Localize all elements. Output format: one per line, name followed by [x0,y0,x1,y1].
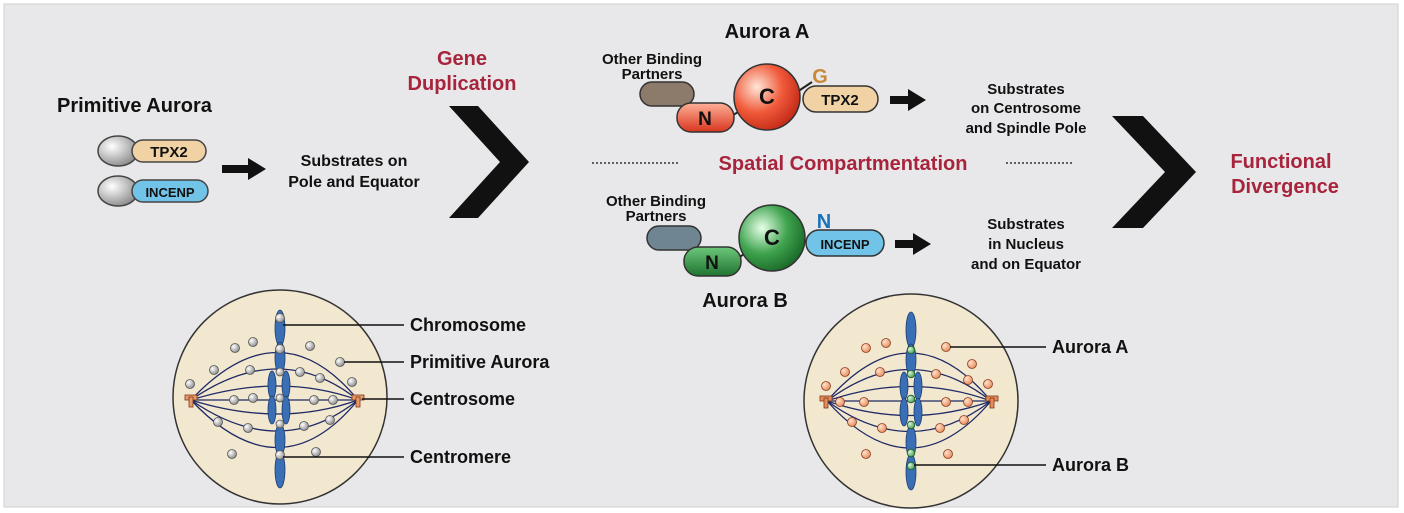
primitive-incenp-complex: INCENP [97,175,209,207]
left-callout-lines [283,324,404,458]
aurora-b-partner-box [646,225,702,251]
gene-duplication-chevron [449,106,529,218]
right-cell [803,293,1046,509]
gene-duplication-line2: Duplication [408,73,517,95]
aurora-a-substrates-line2: on Centrosome [971,100,1081,117]
left-centrosomes [184,394,365,408]
aurora-a-title: Aurora A [725,21,810,43]
aurora-b-partners-line2: Partners [626,208,687,225]
primitive-tpx2-label: TPX2 [150,144,188,161]
functional-divergence-chevron [1112,116,1196,228]
primitive-tpx2-box [131,139,207,163]
aurora-b-substrates-line3: and on Equator [971,256,1081,273]
aurora-b-incenp-label: INCENP [820,237,869,252]
left-aurora-dots [185,313,357,460]
aurora-b-arrow [895,233,931,255]
right-callout-lines [914,346,1046,466]
aurora-a-partner-box [639,81,695,107]
aurora-b-substrates-line1: Substrates [987,216,1065,233]
gene-duplication-line1: Gene [437,48,487,70]
aurora-a-g-label: G [812,66,828,88]
label-primitive-aurora: Primitive Aurora [410,352,550,372]
primitive-arrow [222,158,266,180]
aurora-b-c-lobe [738,204,806,272]
aurora-a-arrow [890,89,926,111]
aurora-b-substrates-line2: in Nucleus [988,236,1064,253]
aurora-a-partners-line1: Other Binding [602,51,702,68]
right-centrosomes [819,395,999,409]
primitive-substrates-line1: Substrates on [301,153,408,170]
primitive-tpx2-complex: TPX2 [97,135,207,167]
primitive-incenp-box [131,179,209,203]
aurora-b-c-label: C [764,225,780,250]
label-centromere: Centromere [410,447,511,467]
aurora-a-c-label: C [759,84,775,109]
aurora-b-n2-label: N [817,211,831,233]
label-centrosome: Centrosome [410,389,515,409]
right-aurora-b-dots [906,345,916,471]
aurora-a-n-label: N [698,109,712,130]
left-cell [172,289,404,505]
primitive-aurora-title: Primitive Aurora [57,95,213,117]
spatial-label: Spatial Compartmentation [719,153,968,175]
label-chromosome: Chromosome [410,315,526,335]
aurora-a-tpx2-box [802,85,879,113]
aurora-a-partners-line2: Partners [622,66,683,83]
primitive-substrates-line2: Pole and Equator [288,174,420,191]
aurora-a-tpx2-label: TPX2 [821,92,859,109]
primitive-incenp-label: INCENP [145,185,194,200]
right-aurora-a-dots [821,338,993,459]
aurora-b-n-lobe [683,246,742,277]
aurora-a-n-lobe [676,102,735,133]
aurora-b-incenp-box [805,229,885,257]
aurora-b-partners-line1: Other Binding [606,193,706,210]
aurora-b-title: Aurora B [702,290,788,312]
functional-divergence-line1: Functional [1230,151,1331,173]
functional-divergence-line2: Divergence [1231,176,1339,198]
aurora-a-c-lobe [733,63,801,131]
label-aurora-a: Aurora A [1052,337,1128,357]
aurora-a-substrates-line3: and Spindle Pole [966,120,1087,137]
aurora-b-n-label: N [705,253,719,274]
aurora-a-substrates-line1: Substrates [987,81,1065,98]
label-aurora-b: Aurora B [1052,455,1129,475]
